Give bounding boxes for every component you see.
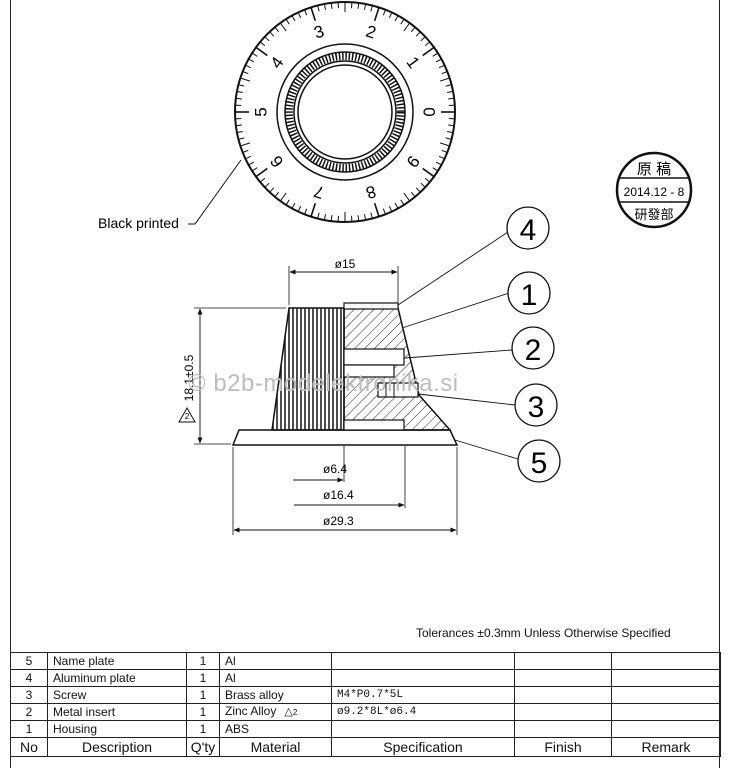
svg-text:4: 4 [520,214,537,247]
bom-row: 5 Name plate 1 Al [10,652,721,670]
bom-row: 2 Metal insert 1 Zinc Alloy△2 ø9.2*8L*ø6… [10,703,721,721]
dial-number: 7 [312,181,327,202]
balloon-2 [511,326,555,370]
dial-tick-marks [235,2,455,222]
dial-number: 4 [267,53,288,72]
aluminum-plate [343,302,399,310]
dial-knurled-ring [285,52,405,172]
approval-stamp: 原 稿 2014.12 - 8 研發部 [615,151,693,229]
balloon-4 [506,206,550,250]
dim-insert-dia: ø6.4 [323,462,347,476]
svg-text:2: 2 [525,334,542,367]
bom-header-material: Material [219,737,332,757]
dial-number: 8 [364,181,379,202]
stamp-date: 2014.12 - 8 [624,185,685,199]
dial-inner-ring [276,43,414,181]
svg-text:5: 5 [531,447,548,480]
dial-number: 6 [267,152,288,171]
dial-number: 2 [364,22,379,43]
stamp-dept: 研發部 [634,207,673,222]
balloon-3 [514,383,558,427]
dial-number: 5 [252,107,271,116]
dial-number: 0 [420,107,439,116]
watermark: © b2b-modelektronika.si [188,370,459,397]
bom-row: 1 Housing 1 ABS [10,720,721,738]
bom-header-description: Description [47,737,187,757]
dim-mid-dia: ø16.4 [323,488,354,502]
dial-top-view: 0 1 2 3 4 5 6 7 8 9 Black printed [98,1,456,231]
sheet-border-right [719,0,720,768]
dial-number: 9 [402,152,423,171]
bom-header-no: No [10,737,48,757]
dial-center-bore [297,64,393,160]
svg-text:3: 3 [528,391,545,424]
bom-header-specification: Specification [331,737,515,757]
black-printed-leader [188,159,242,225]
bom-row: 3 Screw 1 Brass alloy M4*P0.7*5L [10,686,721,704]
stamp-top-text: 原 稿 [637,161,671,178]
dim-base-dia: ø29.3 [323,514,354,528]
bill-of-materials: 5 Name plate 1 Al 4 Aluminum plate 1 Al … [10,652,721,757]
black-printed-label: Black printed [98,215,179,231]
knurled-body [271,307,345,431]
knob-section-view: ø15 18.1±0.5 2 ø6.4 ø16.4 ø29.3 4 [178,206,561,535]
dim-height: 18.1±0.5 [182,354,196,401]
sheet-border-left [10,0,11,768]
dim-top-width: ø15 [335,257,356,271]
warning-triangle: △2 [284,706,298,718]
svg-text:1: 1 [521,279,538,312]
svg-text:2: 2 [185,412,190,421]
bom-header-qty: Q'ty [186,737,220,757]
technical-drawing: 0 1 2 3 4 5 6 7 8 9 Black printed 原 稿 2014.12 - 8… [98,1,693,535]
bom-row: 4 Aluminum plate 1 Al [10,669,721,687]
bom-header-remark: Remark [611,737,721,757]
tolerance-note: Tolerances ±0.3mm Unless Otherwise Speci… [416,626,671,640]
base-flange [231,429,459,446]
balloon-1 [507,271,551,315]
warning-triangle [178,406,196,423]
dial-number: 3 [312,22,327,43]
bom-header-finish: Finish [514,737,612,757]
metal-insert [343,348,405,366]
bom-header: No Description Q'ty Material Specificati… [10,737,721,757]
screw-hole [377,382,419,398]
balloon-5 [517,439,561,483]
dial-number: 1 [402,53,423,72]
